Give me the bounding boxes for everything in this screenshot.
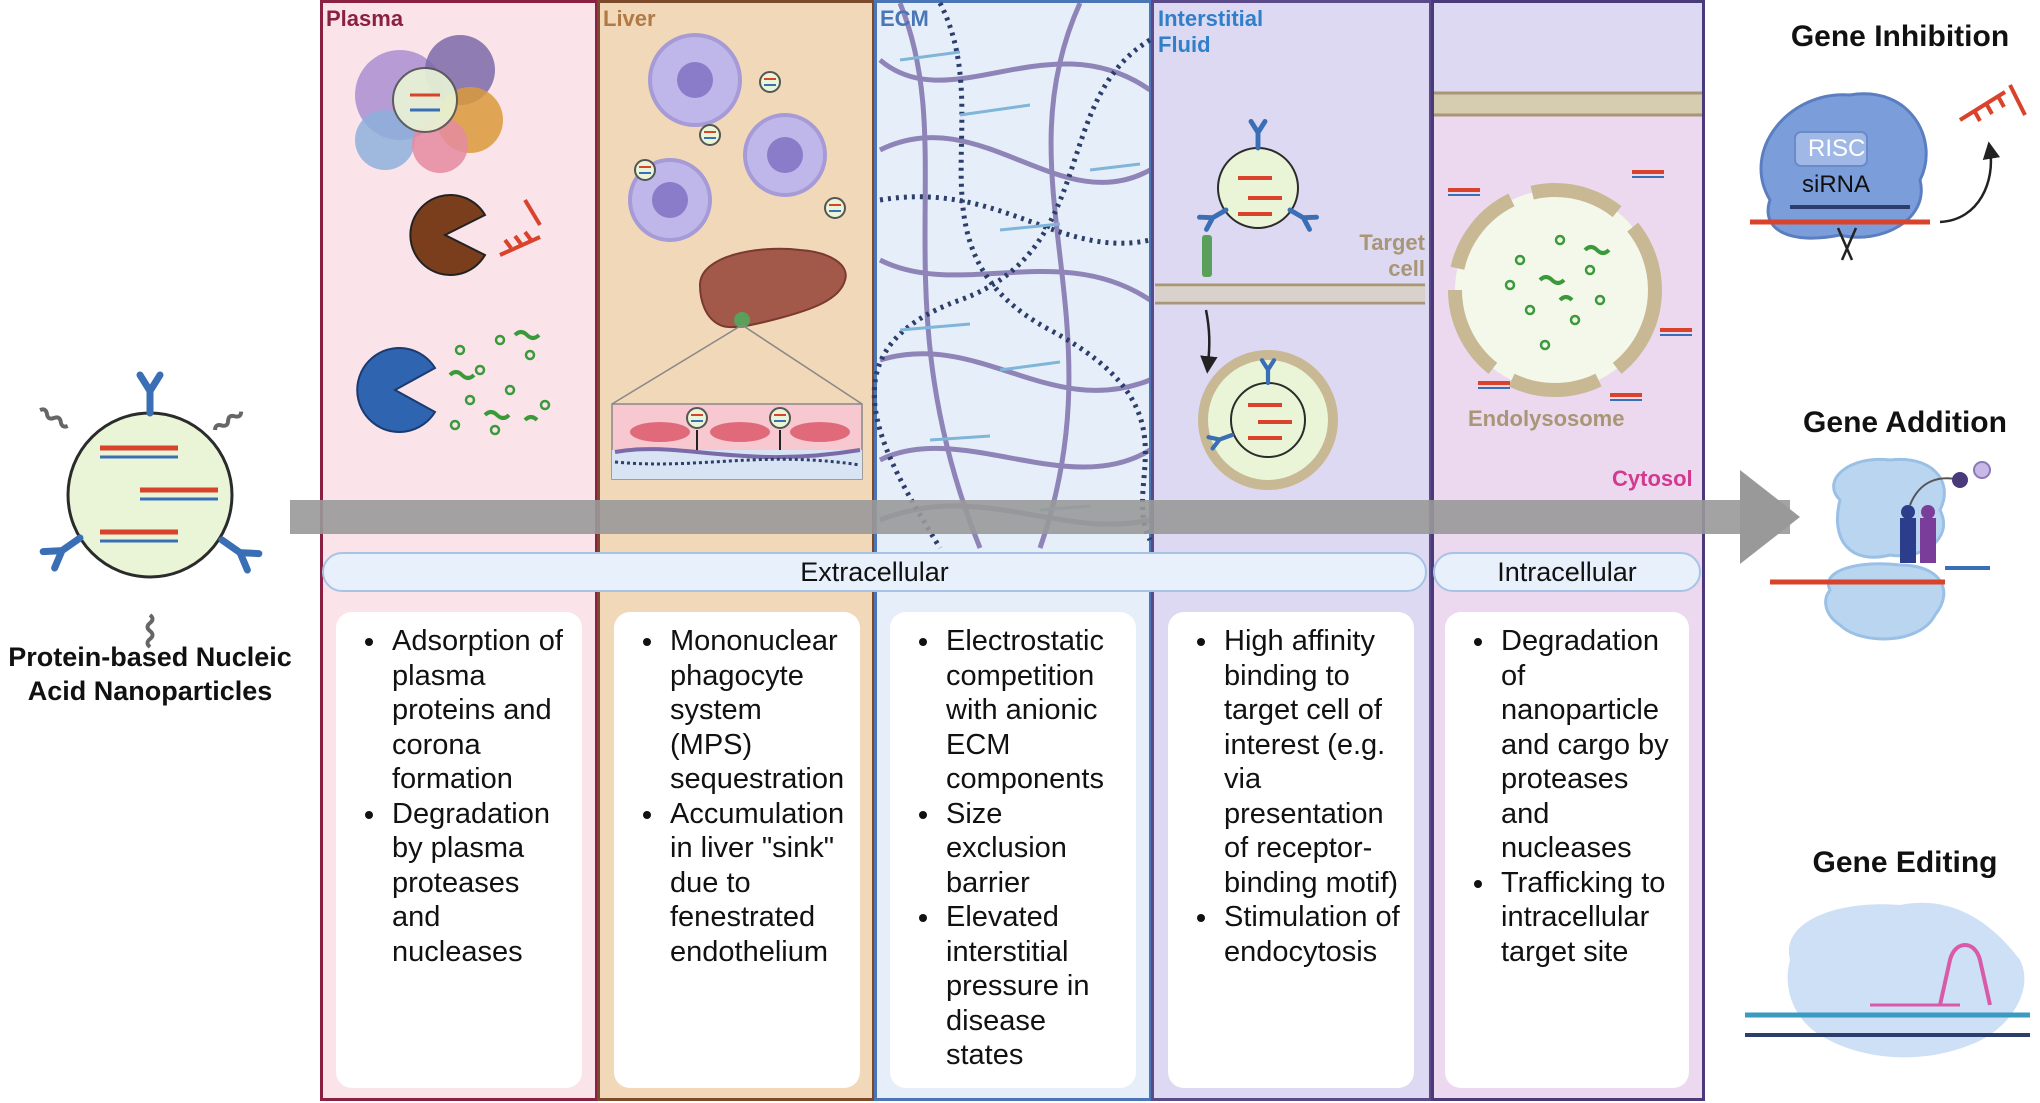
card-plasma: Adsorption of plasma proteins and corona… — [336, 612, 582, 1088]
extracellular-pill: Extracellular — [322, 552, 1427, 592]
bullet-list-intracellular: Degradation of nanoparticle and cargo by… — [1455, 624, 1679, 969]
column-title-liver: Liver — [603, 6, 656, 31]
nanoparticle-label: Protein-based Nucleic Acid Nanoparticles — [8, 642, 292, 706]
bullet-item: Mononuclear phagocyte system (MPS) seque… — [666, 624, 850, 797]
bullet-item: Size exclusion barrier — [942, 797, 1126, 901]
cell-membrane — [1434, 3, 1702, 117]
bullet-item: Accumulation in liver "sink" due to fene… — [666, 797, 850, 970]
card-interstitial: High affinity binding to target cell of … — [1168, 612, 1414, 1088]
liver-organ-icon — [611, 247, 863, 480]
nuclease-pacman-icon — [356, 330, 551, 436]
bullet-item: Degradation of nanoparticle and cargo by… — [1497, 624, 1679, 866]
sirna-label: siRNA — [1802, 171, 1871, 198]
bullet-item: Adsorption of plasma proteins and corona… — [388, 624, 572, 797]
card-ecm: Electrostatic competition with anionic E… — [890, 612, 1136, 1088]
gene-inhibition-title: Gene Inhibition — [1790, 20, 2010, 53]
risc-label: RISC — [1808, 135, 1866, 162]
bullet-list-liver: Mononuclear phagocyte system (MPS) seque… — [624, 624, 850, 969]
column-title-ecm: ECM — [880, 6, 929, 31]
protease-pacman-icon — [409, 194, 542, 276]
gene-editing-title: Gene Editing — [1812, 846, 1998, 879]
intracellular-pill: Intracellular — [1433, 552, 1701, 592]
bullet-item: Elevated interstitial pressure in diseas… — [942, 900, 1126, 1073]
target-cell-label: Target cell — [1359, 230, 1425, 281]
bullet-list-ecm: Electrostatic competition with anionic E… — [900, 624, 1126, 1073]
plasma-corona-illustration — [355, 35, 503, 173]
macrophage-cells — [628, 33, 846, 242]
column-title-interstitial: Interstitial Fluid — [1158, 6, 1264, 57]
gene-addition-title: Gene Addition — [1803, 406, 2007, 439]
bullet-list-interstitial: High affinity binding to target cell of … — [1178, 624, 1404, 969]
bullet-list-plasma: Adsorption of plasma proteins and corona… — [346, 624, 572, 969]
targeted-nanoparticle — [1155, 121, 1425, 305]
bullet-item: Electrostatic competition with anionic E… — [942, 624, 1126, 797]
bullet-item: High affinity binding to target cell of … — [1220, 624, 1404, 900]
endosome-vesicle — [1198, 309, 1338, 490]
column-title-plasma: Plasma — [326, 6, 404, 31]
endolysosome-escape — [1448, 170, 1692, 401]
bullet-item: Degradation by plasma proteases and nucl… — [388, 797, 572, 970]
cytosol-label: Cytosol — [1612, 466, 1693, 491]
card-intracellular: Degradation of nanoparticle and cargo by… — [1445, 612, 1689, 1088]
endolysosome-label: Endolysosome — [1468, 406, 1625, 431]
protein-nanoparticle-icon — [36, 375, 259, 649]
card-liver: Mononuclear phagocyte system (MPS) seque… — [614, 612, 860, 1088]
gene-editing-icon — [1745, 902, 2030, 1058]
transit-arrow — [290, 470, 1800, 564]
bullet-item: Trafficking to intracellular target site — [1497, 866, 1679, 970]
risc-complex-icon — [1750, 84, 2027, 261]
ecm-fibers — [871, 1, 1153, 550]
gene-addition-icon — [1770, 457, 1991, 641]
bullet-item: Stimulation of endocytosis — [1220, 900, 1404, 969]
